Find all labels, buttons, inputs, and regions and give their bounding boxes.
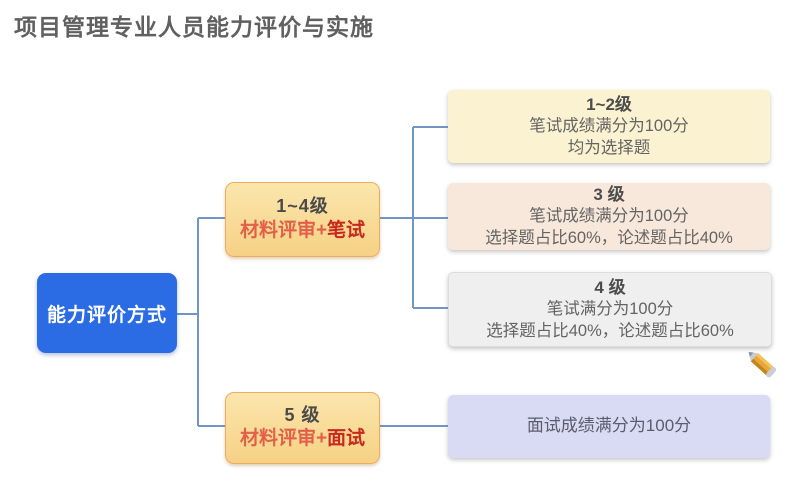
node-evaluation-method-label: 能力评价方式	[46, 304, 167, 326]
leaf-title: 3 级	[593, 184, 625, 204]
node-level-5-detail: 面试成绩满分为100分	[448, 395, 770, 458]
node-level-1-4-title: 1~4级	[276, 196, 329, 217]
node-level-5: 5 级 材料评审+面试	[225, 392, 380, 464]
leaf-title: 1~2级	[586, 94, 632, 114]
leaf-title: 4 级	[594, 277, 626, 297]
node-level-1-4: 1~4级 材料评审+笔试	[225, 182, 380, 257]
page-title: 项目管理专业人员能力评价与实施	[14, 14, 374, 40]
node-level-5-title: 5 级	[284, 404, 321, 425]
leaf-line: 选择题占比40%，论述题占比60%	[486, 321, 734, 340]
method-prefix-label: 材料评审+	[239, 219, 328, 241]
method-prefix-label: 材料评审+	[239, 428, 328, 450]
leaf-line: 笔试成绩满分为100分	[529, 206, 689, 225]
node-level-3-detail: 3 级 笔试成绩满分为100分 选择题占比60%，论述题占比40%	[448, 183, 770, 250]
leaf-line: 面试成绩满分为100分	[526, 416, 692, 436]
node-level-4-detail: 4 级 笔试满分为100分 选择题占比40%，论述题占比60%	[448, 272, 772, 347]
pencil-icon	[742, 344, 782, 384]
node-level-1-4-method: 材料评审+笔试	[240, 219, 365, 244]
leaf-line: 笔试满分为100分	[546, 299, 674, 318]
method-emphasis-label: 笔试	[327, 219, 366, 241]
leaf-line: 选择题占比60%，论述题占比40%	[485, 228, 733, 247]
method-emphasis-label: 面试	[327, 428, 366, 450]
node-level-1-2-detail: 1~2级 笔试成绩满分为100分 均为选择题	[448, 90, 770, 163]
leaf-line: 均为选择题	[567, 138, 651, 157]
node-evaluation-method: 能力评价方式	[37, 273, 177, 353]
leaf-line: 笔试成绩满分为100分	[529, 116, 689, 135]
node-level-5-method: 材料评审+面试	[240, 427, 365, 452]
